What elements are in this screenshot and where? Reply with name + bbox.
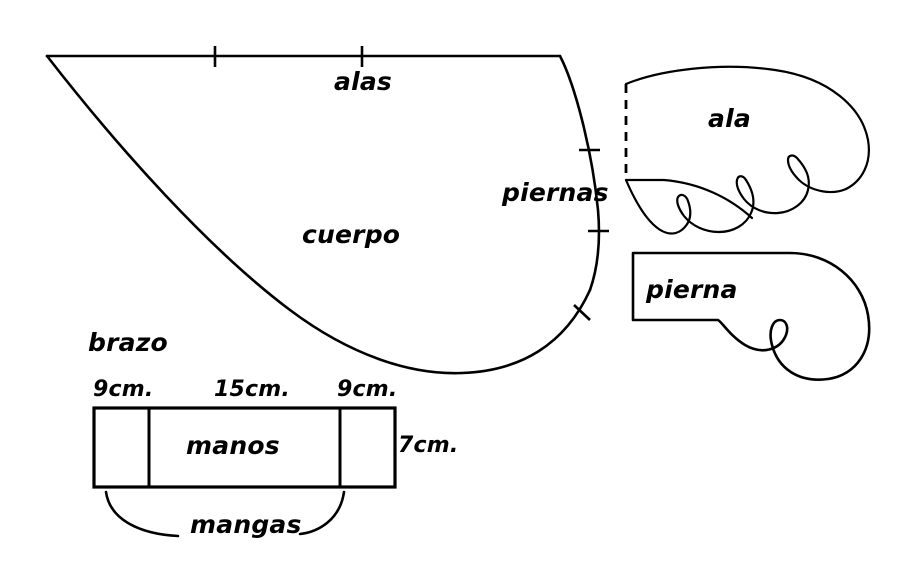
ala-top-curve (624, 65, 870, 191)
arm-strip-border (92, 406, 397, 489)
cuerpo-notch-marks (213, 46, 609, 321)
label-pierna: pierna (646, 275, 738, 304)
mangas-brace-right (298, 490, 346, 536)
ala-feather-lobe-1 (776, 154, 848, 215)
mangas-brace-left (104, 490, 180, 538)
label-measure-center-segment: 15cm. (214, 377, 290, 402)
arm-strip-rectangle (92, 406, 397, 489)
notch-bottom-right (573, 304, 591, 321)
ala-underside-sweep (662, 178, 754, 220)
ala-piece-outline (624, 65, 870, 235)
label-measure-height: 7cm. (398, 433, 459, 458)
label-measure-right-segment: 9cm. (337, 377, 398, 402)
label-alas: alas (334, 67, 392, 96)
cuerpo-piece-outline (45, 54, 601, 375)
label-manos-inside: manos (186, 431, 280, 460)
cuerpo-right-curve (558, 54, 601, 292)
ala-feather-lobe-3 (624, 178, 721, 235)
cuerpo-bottom-curve (460, 288, 592, 375)
pierna-piece-outline (631, 251, 871, 381)
label-brazo: brazo (88, 328, 168, 357)
label-mangas: mangas (190, 510, 302, 539)
pierna-outline-path (631, 251, 871, 381)
cuerpo-left-curve (45, 54, 464, 375)
label-measure-left-segment: 9cm. (93, 377, 154, 402)
label-ala: ala (708, 104, 751, 133)
label-cuerpo: cuerpo (302, 220, 401, 249)
ala-feather-lobe-2 (717, 175, 780, 234)
label-piernas: piernas (502, 178, 609, 207)
mangas-brace (104, 490, 346, 538)
